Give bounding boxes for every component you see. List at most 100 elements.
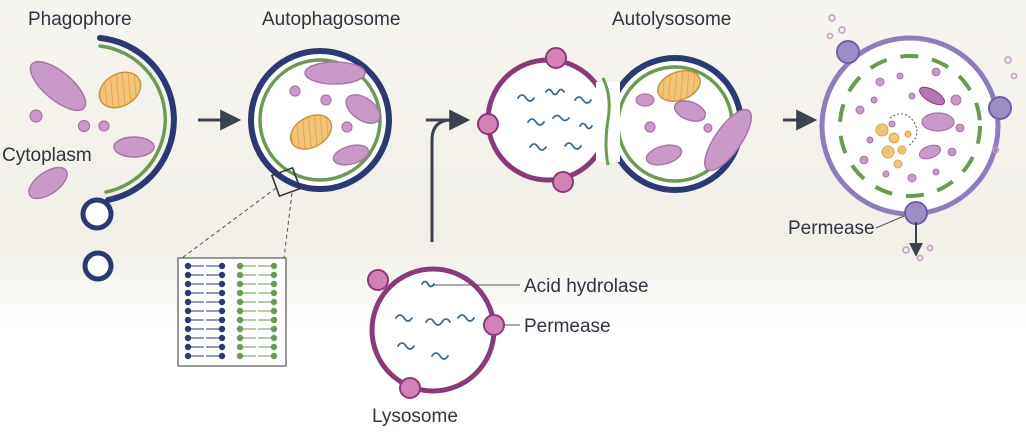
lipid-head — [184, 307, 192, 315]
lipid-head — [236, 298, 244, 306]
mitochondrion-icon — [98, 71, 142, 109]
acid-hydrolase-group — [517, 88, 593, 151]
lipid-head — [218, 343, 226, 351]
organelle — [345, 94, 381, 124]
membrane-bilayer-inset-icon — [177, 257, 287, 367]
lipid-head — [270, 343, 278, 351]
lipid-head — [236, 343, 244, 351]
phagophore-group — [28, 35, 177, 282]
cytoplasm-organelle — [28, 166, 68, 200]
organelle — [645, 144, 683, 166]
permease-final-label: Permease — [788, 218, 875, 239]
organelle — [673, 100, 707, 122]
degraded-inner-membrane — [838, 54, 982, 198]
organelle-fragment — [918, 144, 942, 160]
organelle — [304, 61, 366, 85]
organelle — [704, 108, 752, 172]
permease-channel-icon — [552, 171, 574, 193]
lysosome-label: Lysosome — [372, 406, 458, 427]
vesicle — [320, 94, 332, 106]
cytoplasm-vesicle — [98, 120, 110, 132]
phagophore-label: Phagophore — [28, 9, 132, 30]
lipid-head — [236, 262, 244, 270]
permease-channel-icon — [545, 47, 567, 69]
autophagosome-group — [248, 48, 392, 198]
cytoplasm-vesicle — [29, 109, 43, 123]
acid-hydrolase-label: Acid hydrolase — [524, 276, 649, 297]
cytoplasm-vesicle — [77, 119, 91, 133]
lipid-head — [236, 289, 244, 297]
membrane-zoom-box — [270, 166, 302, 198]
lipid-head — [218, 352, 226, 360]
lipid-head — [270, 352, 278, 360]
autophagosome-label: Autophagosome — [262, 9, 400, 30]
permease-channel-icon — [477, 113, 499, 135]
vesicle — [635, 93, 655, 107]
lipid-head — [236, 325, 244, 333]
cytoplasm-organelle — [113, 136, 155, 158]
vesicle — [289, 85, 301, 97]
lipid-head — [218, 334, 226, 342]
mitochondrion-icon — [657, 70, 701, 102]
lipid-head — [270, 289, 278, 297]
lipid-head — [270, 316, 278, 324]
lipid-head — [184, 352, 192, 360]
degraded-fragment-outline — [889, 113, 918, 147]
phagophore-vesicle — [80, 197, 114, 231]
permease-channel-icon — [399, 377, 421, 399]
fusion-membrane — [601, 77, 611, 166]
lipid-head — [236, 280, 244, 288]
lysosome-group — [367, 266, 520, 399]
permease-leader-line — [875, 215, 905, 229]
lipid-head — [236, 334, 244, 342]
autolysosome-group — [477, 47, 752, 193]
lipid-head — [236, 316, 244, 324]
lipid-head — [270, 334, 278, 342]
lysosome-membrane — [369, 266, 497, 394]
lipid-head — [184, 334, 192, 342]
phagophore-vesicle — [82, 250, 114, 282]
lipid-head — [184, 280, 192, 288]
lipid-head — [218, 298, 226, 306]
zoom-line — [283, 192, 293, 259]
lipid-head — [270, 298, 278, 306]
lipid-head — [270, 271, 278, 279]
lipid-head — [184, 343, 192, 351]
permease-channel-icon — [988, 96, 1012, 120]
vesicle — [644, 121, 656, 133]
vesicle — [703, 123, 713, 133]
mitochondrion-fragments — [875, 123, 912, 169]
organelle — [332, 144, 370, 166]
organelle-fragment — [919, 86, 945, 106]
lipid-head — [270, 325, 278, 333]
lipid-head — [184, 325, 192, 333]
lipid-head — [184, 289, 192, 297]
debris-vesicles — [855, 67, 965, 183]
outside-vesicles — [826, 14, 1018, 262]
lipid-head — [236, 271, 244, 279]
lysosome-fusion-arrow — [430, 118, 453, 242]
cytoplasm-organelle — [29, 60, 87, 112]
lipid-head — [184, 298, 192, 306]
lipid-head — [184, 316, 192, 324]
lipid-head — [218, 307, 226, 315]
organelle-fragment — [921, 112, 955, 132]
cytoplasm-label: Cytoplasm — [2, 145, 92, 166]
zoom-line — [181, 187, 277, 259]
mitochondrion-icon — [289, 114, 333, 150]
permease-channel-icon — [483, 314, 505, 336]
lipid-head — [218, 325, 226, 333]
lipid-head — [236, 352, 244, 360]
autolysosome-lysosome-part — [485, 57, 611, 183]
permease-channel-icon — [836, 40, 860, 64]
lipid-head — [270, 262, 278, 270]
acid-hydrolase-group — [395, 280, 475, 360]
lipid-head — [218, 289, 226, 297]
permease-lysosome-label: Permease — [524, 316, 611, 337]
lipid-head — [270, 280, 278, 288]
vesicle — [341, 121, 353, 133]
degradation-vesicle-membrane — [819, 35, 1001, 217]
lipid-head — [218, 316, 226, 324]
